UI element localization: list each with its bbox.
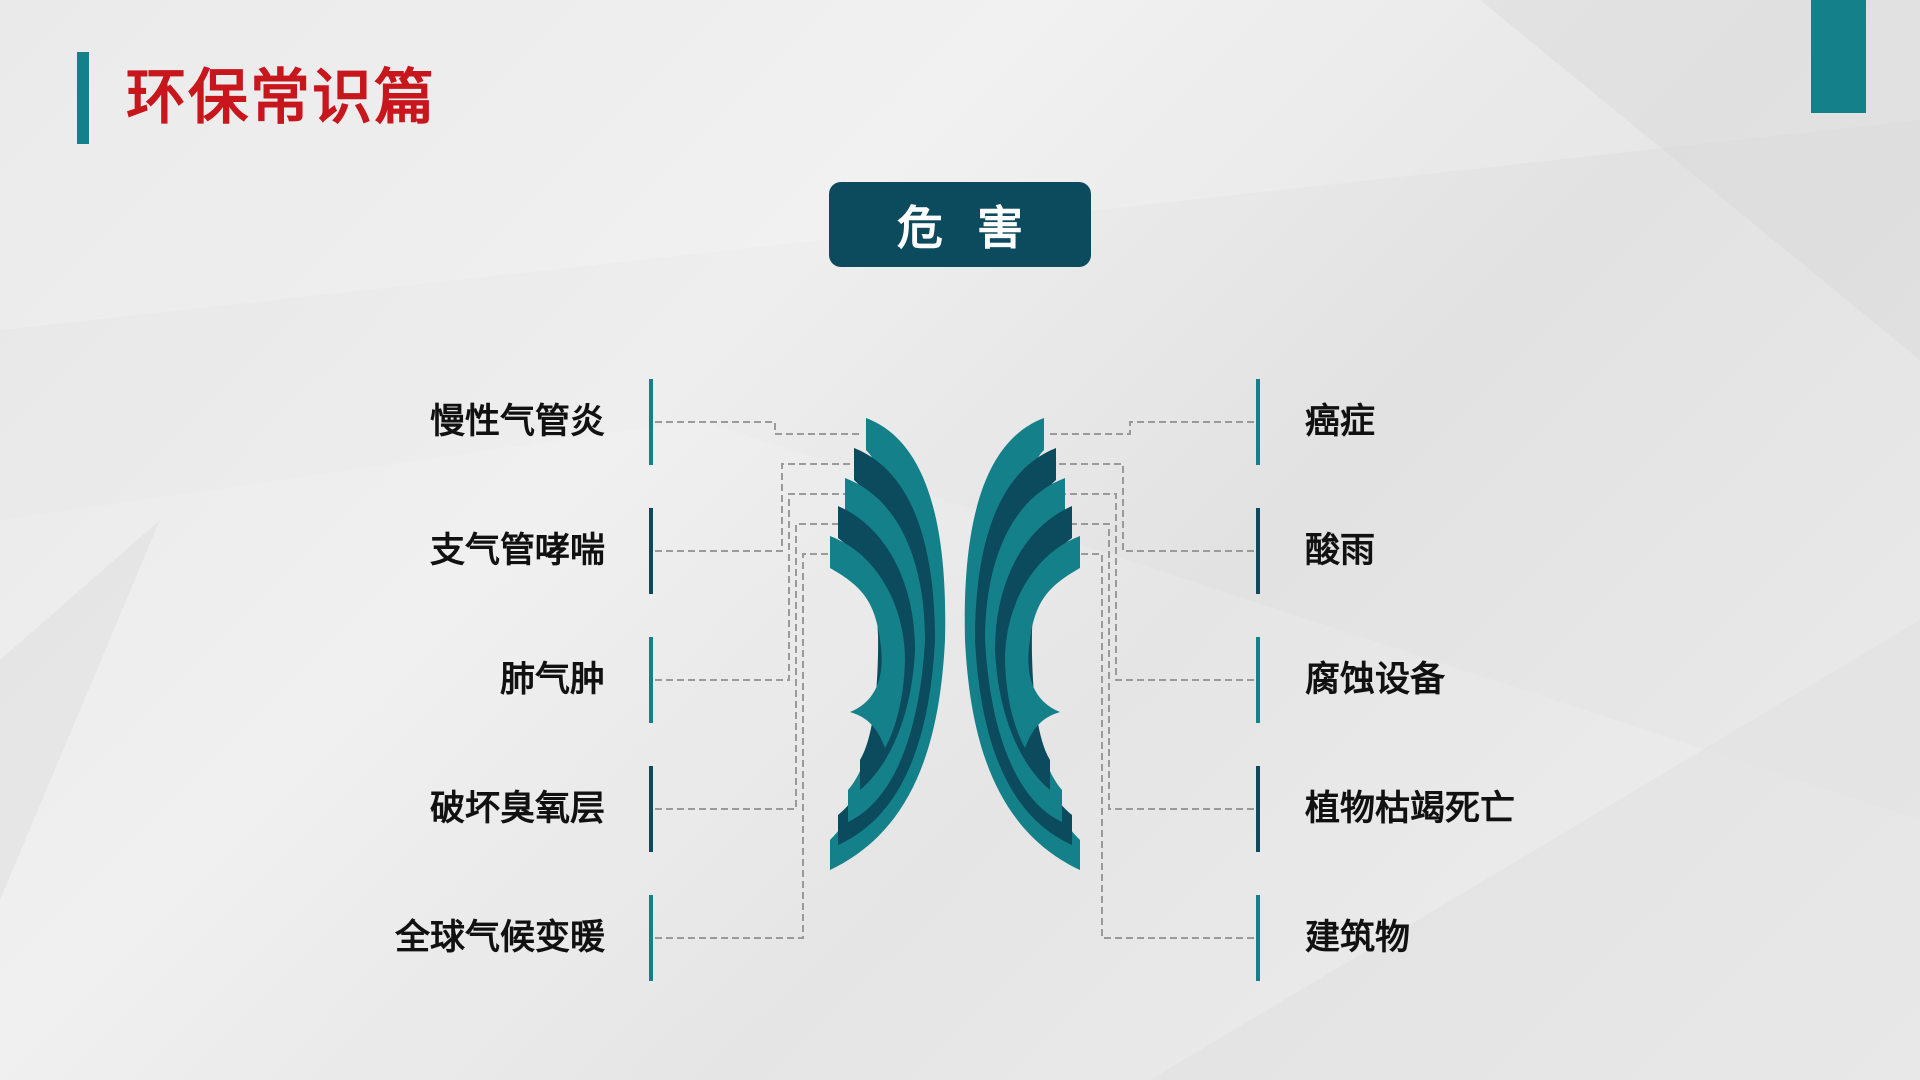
page-title: 环保常识篇	[126, 63, 436, 133]
effect-label-left: 全球气候变暖	[394, 918, 605, 958]
right-connector	[1048, 523, 1254, 810]
right-marker	[1256, 637, 1260, 723]
effect-label-right: 植物枯竭死亡	[1305, 789, 1516, 829]
left-connector	[655, 553, 862, 939]
left-lung-layer-5	[830, 536, 905, 748]
right-marker	[1256, 379, 1260, 465]
effect-label-left: 肺气肿	[499, 660, 605, 700]
left-connector	[655, 493, 862, 681]
corner-accent-tab	[1811, 0, 1866, 113]
effect-label-right: 酸雨	[1305, 531, 1376, 571]
left-marker	[649, 379, 653, 465]
left-connector	[655, 463, 862, 552]
left-connector	[655, 523, 862, 810]
right-connector	[1048, 463, 1254, 552]
right-marker	[1256, 895, 1260, 981]
right-connector	[1048, 493, 1254, 681]
right-lung-layer-5	[1005, 536, 1080, 748]
right-connector	[1048, 553, 1254, 939]
left-marker	[649, 508, 653, 594]
right-lung-graphic	[964, 418, 1080, 870]
right-marker	[1256, 766, 1260, 852]
right-lung-layer-2	[975, 448, 1072, 845]
effect-label-left: 支气管哮喘	[429, 531, 605, 571]
right-connector	[1048, 421, 1254, 435]
left-marker	[649, 766, 653, 852]
right-marker	[1256, 508, 1260, 594]
left-marker	[649, 895, 653, 981]
header-box: 危害	[829, 182, 1091, 267]
effect-label-left: 慢性气管炎	[429, 402, 605, 442]
left-lung-graphic	[830, 418, 946, 870]
effect-label-right: 建筑物	[1305, 918, 1411, 958]
header-label: 危害	[897, 200, 1057, 255]
left-connector	[655, 421, 862, 435]
effect-label-left: 破坏臭氧层	[429, 789, 605, 829]
left-marker	[649, 637, 653, 723]
title-accent-bar	[77, 52, 89, 144]
effect-label-right: 腐蚀设备	[1305, 660, 1446, 700]
left-lung-layer-2	[838, 448, 935, 845]
effect-label-right: 癌症	[1305, 402, 1376, 442]
